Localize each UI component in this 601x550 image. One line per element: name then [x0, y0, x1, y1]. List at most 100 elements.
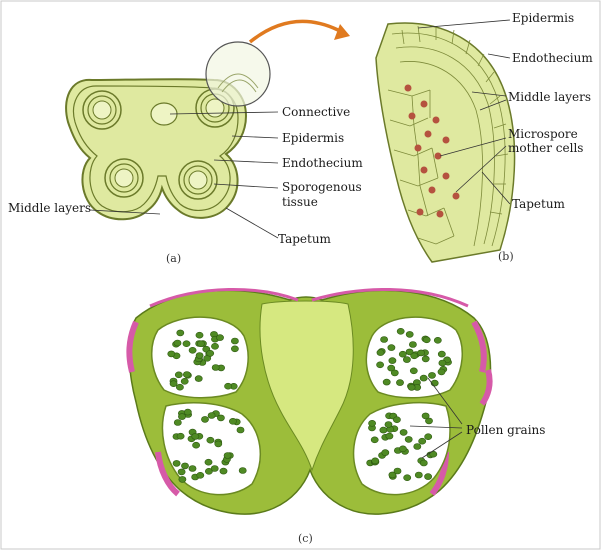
- pollen-grain: [423, 337, 430, 343]
- pollen-grain: [415, 472, 422, 478]
- pollen-grain: [414, 444, 421, 450]
- pollen-grain: [178, 414, 185, 420]
- pollen-grain: [175, 372, 182, 378]
- pollen-grain: [205, 459, 212, 465]
- pollen-grain: [422, 356, 429, 362]
- pollen-grain: [211, 343, 218, 349]
- pollen-grain: [183, 341, 190, 347]
- pollen-grain: [195, 376, 202, 382]
- pollen-grain: [217, 415, 224, 421]
- pollen-grain: [237, 427, 244, 433]
- pollen-grain: [377, 350, 384, 356]
- pollen-grain: [177, 330, 184, 336]
- pollen-grain: [420, 460, 427, 466]
- pollen-grain: [391, 370, 398, 376]
- pollen-grain: [425, 434, 432, 440]
- pollen-grain: [381, 337, 388, 343]
- pollen-grain: [196, 332, 203, 338]
- pollen-grain: [372, 458, 379, 464]
- pollen-grain: [403, 357, 410, 363]
- pollen-grain: [231, 346, 238, 352]
- pollen-grain: [434, 337, 441, 343]
- label-epidermis-b: Epidermis: [512, 12, 574, 25]
- pollen-grain: [394, 468, 401, 474]
- panel-c-mature-anther: [129, 289, 490, 514]
- pollen-grain: [371, 437, 378, 443]
- pollen-grain: [438, 351, 445, 357]
- pollen-grain: [404, 475, 411, 481]
- label-middle-layers-b: Middle layers: [508, 91, 591, 104]
- pollen-grain: [177, 433, 184, 439]
- pollen-grain: [225, 383, 232, 389]
- pollen-grain: [439, 360, 446, 366]
- pollen-grain: [399, 351, 406, 357]
- pollen-grain: [425, 474, 432, 480]
- panel-b-tag: (b): [498, 250, 514, 263]
- label-endothecium-b: Endothecium: [512, 52, 593, 65]
- pollen-grain: [207, 437, 214, 443]
- pollen-grain: [428, 372, 435, 378]
- label-pollen-grains: Pollen grains: [466, 424, 545, 437]
- pollen-grain: [181, 378, 188, 384]
- label-tapetum-b: Tapetum: [512, 198, 565, 211]
- pollen-grain: [183, 372, 190, 378]
- pollen-grain: [178, 469, 185, 475]
- pollen-grain: [170, 381, 177, 387]
- pollen-grain: [410, 368, 417, 374]
- pollen-grain: [212, 365, 219, 371]
- pollen-grain: [405, 436, 412, 442]
- label-tapetum-a: Tapetum: [278, 233, 331, 246]
- pollen-grain: [397, 328, 404, 334]
- pollen-grain: [393, 417, 400, 423]
- pollen-grain: [239, 468, 246, 474]
- pollen-grain: [207, 350, 214, 356]
- label-middle-layers-a: Middle layers: [8, 202, 91, 215]
- pollen-grain: [389, 358, 396, 364]
- magnify-arrow: [250, 21, 338, 42]
- pollen-grain: [418, 350, 425, 356]
- pollen-grain: [196, 353, 203, 359]
- pollen-grain: [229, 418, 236, 424]
- pollen-grain: [406, 331, 413, 337]
- pollen-grain: [216, 335, 223, 341]
- pollen-grain: [369, 420, 376, 426]
- pollen-grain: [224, 453, 231, 459]
- pollen-grain: [388, 345, 395, 351]
- pollen-grain: [385, 422, 392, 428]
- pollen-grain: [189, 466, 196, 472]
- pollen-grain: [193, 442, 200, 448]
- pollen-grain: [409, 342, 416, 348]
- pollen-grain: [231, 338, 238, 344]
- pollen-grain: [197, 472, 204, 478]
- pollen-grain: [411, 353, 418, 359]
- pollen-grain: [377, 362, 384, 368]
- pollen-grain: [383, 379, 390, 385]
- label-microspore-2: mother cells: [508, 142, 583, 155]
- pollen-grain: [220, 468, 227, 474]
- pollen-grain: [174, 420, 181, 426]
- panel-a-tag: (a): [166, 252, 181, 265]
- pollen-grain: [192, 433, 199, 439]
- pollen-grain: [380, 427, 387, 433]
- label-epidermis-a: Epidermis: [282, 132, 344, 145]
- label-microspore-1: Microspore: [508, 128, 578, 141]
- pollen-grain: [420, 375, 427, 381]
- pollen-grain: [173, 460, 180, 466]
- pollen-grain: [168, 351, 175, 357]
- pollen-grain: [422, 413, 429, 419]
- pollen-grain: [399, 446, 406, 452]
- label-endothecium-a: Endothecium: [282, 157, 363, 170]
- label-connective: Connective: [282, 106, 350, 119]
- panel-c-tag: (c): [298, 532, 313, 545]
- pollen-grain: [386, 433, 393, 439]
- panel-b-anther-wall: [376, 20, 515, 262]
- label-sporogenous-1: Sporogenous: [282, 181, 362, 194]
- pollen-grain: [189, 347, 196, 353]
- pollen-grain: [176, 384, 183, 390]
- pollen-grain: [382, 450, 389, 456]
- pollen-grain: [197, 341, 204, 347]
- magnify-arrowhead: [334, 24, 350, 40]
- pollen-grain: [438, 369, 445, 375]
